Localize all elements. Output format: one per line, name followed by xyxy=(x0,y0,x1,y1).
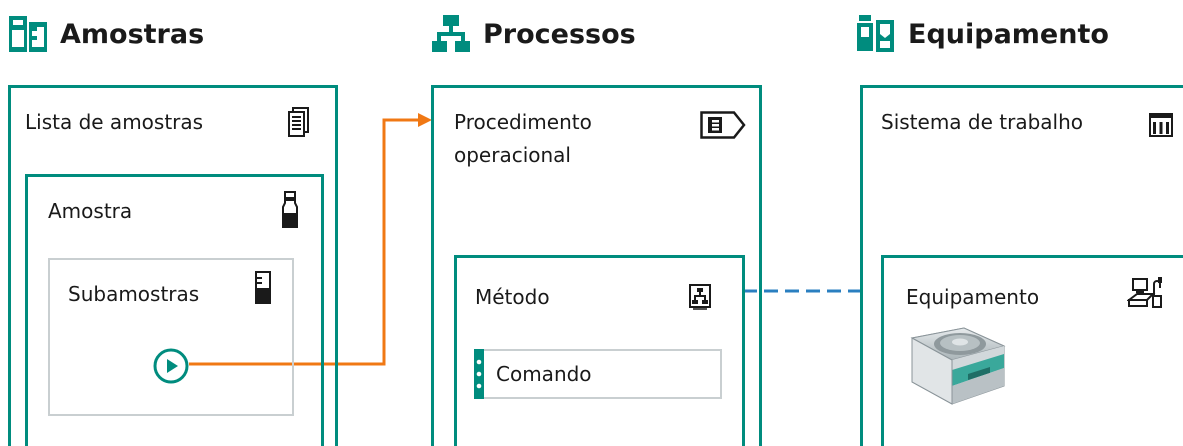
sample-list-label: Lista de amostras xyxy=(25,110,204,134)
rack-icon xyxy=(1149,113,1173,137)
samples-icon xyxy=(8,14,48,54)
flowchart-icon xyxy=(431,14,471,54)
subsample-box: Subamostras xyxy=(48,258,294,416)
instrument-icon xyxy=(1127,276,1167,310)
beaker-icon xyxy=(255,271,271,305)
equipment-title: Equipamento xyxy=(908,18,1109,50)
method-tree-icon xyxy=(689,284,711,310)
equipment-heading: Equipamento xyxy=(856,14,1109,54)
centrifuge-image xyxy=(908,324,1008,406)
equipment-box: Equipamento xyxy=(881,255,1183,446)
sample-box: Amostra Subamostras xyxy=(25,174,324,446)
arrow-head xyxy=(418,113,432,127)
subsample-label: Subamostras xyxy=(68,282,200,306)
method-box: Método xyxy=(454,255,745,446)
work-system-label: Sistema de trabalho xyxy=(881,110,1084,134)
equipment-icon xyxy=(856,14,896,54)
method-label: Método xyxy=(475,285,550,309)
command-label: Comando xyxy=(496,362,592,386)
sample-to-procedure-arrow xyxy=(189,118,420,366)
play-icon[interactable] xyxy=(152,347,190,385)
procedure-tag-icon xyxy=(700,111,746,139)
document-list-icon xyxy=(288,107,310,137)
drag-handle-icon[interactable] xyxy=(474,349,484,399)
samples-title: Amostras xyxy=(60,18,205,50)
equipment-label: Equipamento xyxy=(906,285,1040,309)
sample-list-panel: Lista de amostras Amostra Sub xyxy=(8,85,338,446)
processes-title: Processos xyxy=(483,18,636,50)
bottle-icon xyxy=(282,191,298,229)
sample-label: Amostra xyxy=(48,199,133,223)
samples-heading: Amostras xyxy=(8,14,204,54)
procedure-label-line1: Procedimento xyxy=(454,110,592,134)
procedure-label-line2: operacional xyxy=(454,143,571,167)
work-system-panel: Sistema de trabalho Equipamento xyxy=(860,85,1183,446)
processes-heading: Processos xyxy=(431,14,636,54)
procedure-panel: Procedimento operacional Método xyxy=(431,85,762,446)
command-item[interactable]: Comando xyxy=(474,349,722,399)
